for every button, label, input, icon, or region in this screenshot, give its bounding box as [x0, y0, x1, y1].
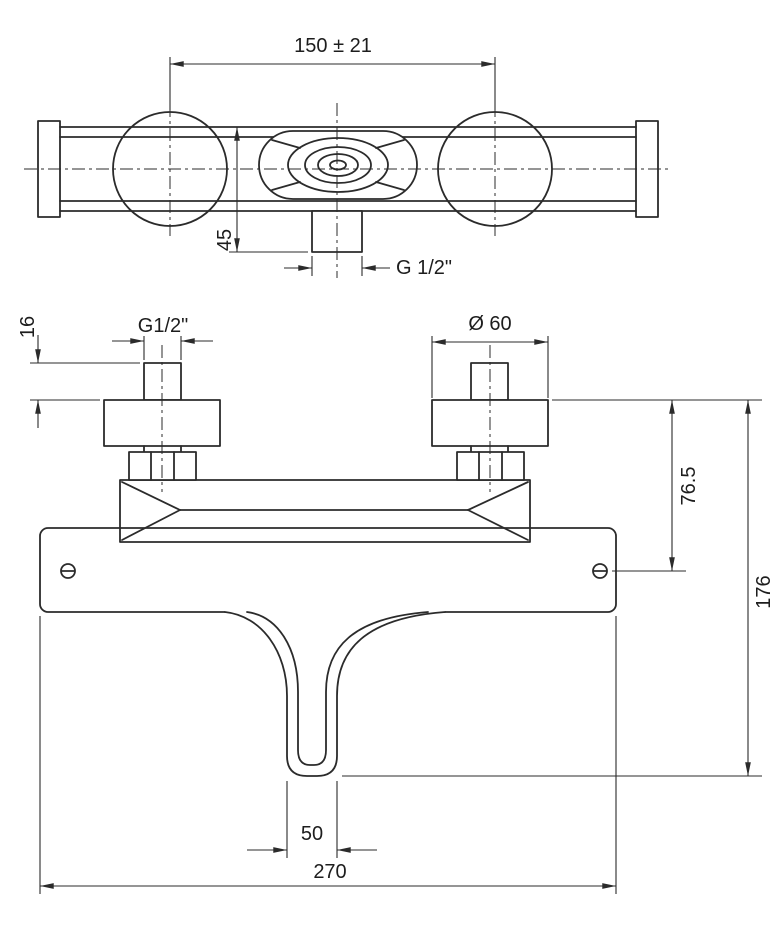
centerlines-front-view [161, 345, 491, 492]
dim-outlet-drop: 45 [214, 127, 308, 253]
dim-inlet-thread: G1/2" [112, 315, 213, 360]
dim-handle-spacing-label: 150 ± 21 [294, 35, 372, 57]
dim-inlet-stub-length-label: 16 [17, 316, 39, 338]
spout-inner-outline [246, 611, 429, 766]
dim-inlet-stub-length: 16 [17, 316, 140, 428]
dim-outlet-drop-label: 45 [214, 229, 236, 251]
front-view: G1/2" 16 Ø 60 76.5 176 [17, 313, 775, 894]
left-screw [60, 563, 76, 579]
dim-overall-width: 270 [39, 616, 617, 894]
dim-outlet-thread: G 1/2" [284, 256, 452, 279]
dim-spout-outlet-width: 50 [247, 781, 377, 858]
dim-top-to-spout-bottom-label: 176 [753, 575, 775, 608]
spout-front-view [224, 605, 446, 777]
dim-handle-spacing: 150 ± 21 [169, 35, 496, 110]
dim-escutcheon-diameter: Ø 60 [431, 313, 549, 398]
top-view: 150 ± 21 45 G 1/2" [24, 35, 672, 279]
inlet-thread-label: G1/2" [138, 315, 188, 337]
faucet-body-front-view [119, 479, 531, 543]
dim-top-to-axis: 76.5 [552, 399, 762, 572]
mounting-screws [60, 563, 608, 579]
dim-escutcheon-diameter-label: Ø 60 [468, 313, 511, 335]
dim-top-to-axis-label: 76.5 [678, 467, 700, 506]
dim-top-to-spout-bottom: 176 [342, 399, 775, 777]
dim-overall-width-label: 270 [313, 861, 346, 883]
centerlines-top-view [24, 103, 672, 278]
right-screw [592, 563, 608, 579]
outlet-thread-label: G 1/2" [396, 257, 452, 279]
spout-top-view [258, 130, 418, 200]
spout-outer-outline [224, 611, 446, 777]
dim-spout-outlet-width-label: 50 [301, 823, 323, 845]
body-contour-lines [121, 481, 529, 541]
